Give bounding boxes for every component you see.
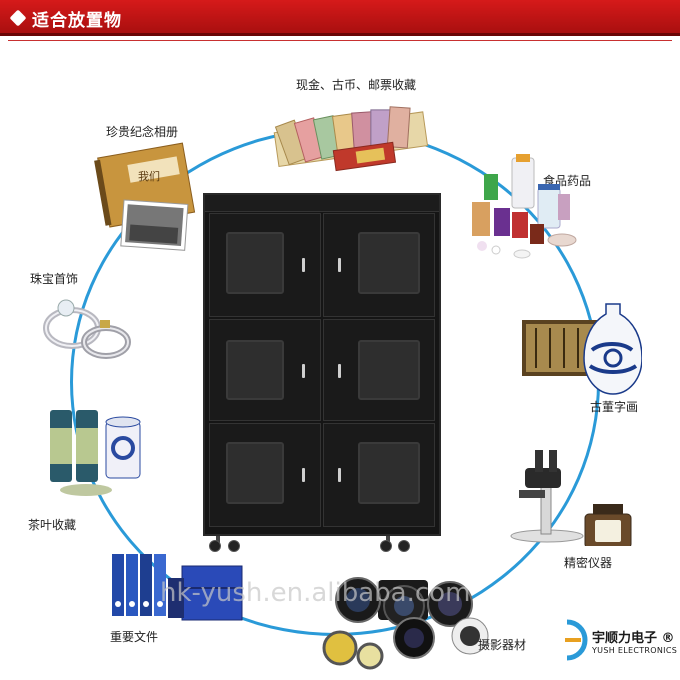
- door-window: [226, 442, 284, 504]
- header-stripe: [0, 33, 680, 36]
- registered-mark: ®: [661, 631, 675, 646]
- dry-cabinet: [203, 193, 441, 536]
- microscope-watch-image: [505, 446, 655, 550]
- door-handle[interactable]: [338, 468, 341, 482]
- cabinet-door[interactable]: [209, 423, 321, 527]
- cabinet-door[interactable]: [209, 213, 321, 317]
- album-cover-text: 我们: [138, 169, 160, 183]
- cabinet-top-panel: [205, 195, 439, 212]
- cabinet-wheel-icon: [209, 540, 221, 552]
- label-instrument: 精密仪器: [564, 556, 613, 570]
- door-window: [358, 442, 420, 504]
- label-documents: 重要文件: [110, 630, 159, 644]
- door-handle[interactable]: [302, 364, 305, 378]
- watermark-text: hk-yush.en.alibaba.com: [160, 578, 471, 608]
- cabinet-door[interactable]: [323, 423, 435, 527]
- rings-image: [36, 286, 136, 370]
- label-tea: 茶叶收藏: [28, 518, 77, 532]
- header-bar: 适合放置物: [0, 0, 680, 36]
- banknotes-image: [272, 100, 432, 182]
- header-title: 适合放置物: [32, 11, 122, 31]
- label-jewelry: 珠宝首饰: [30, 272, 79, 286]
- cabinet-door[interactable]: [323, 213, 435, 317]
- brand-logo-icon: [563, 618, 591, 666]
- cabinet-door[interactable]: [323, 319, 435, 421]
- medicine-bottles-image: [462, 154, 582, 268]
- door-window: [358, 340, 420, 400]
- file-folders-image: [108, 548, 248, 632]
- tea-cans-image: [46, 402, 146, 506]
- door-handle[interactable]: [338, 258, 341, 272]
- label-camera: 摄影器材: [478, 638, 527, 652]
- header-bullet-icon: [9, 9, 27, 27]
- door-window: [358, 232, 420, 294]
- cabinet-wheel-icon: [380, 540, 392, 552]
- header-underline: [8, 40, 672, 41]
- label-money: 现金、古币、邮票收藏: [296, 78, 417, 92]
- door-handle[interactable]: [302, 258, 305, 272]
- label-antique: 古董字画: [590, 400, 639, 414]
- label-album: 珍贵纪念相册: [106, 125, 179, 139]
- brand-name-en: YUSH ELECTRONICS: [592, 646, 678, 655]
- door-window: [226, 340, 284, 400]
- door-window: [226, 232, 284, 294]
- brand-name-cn: 宇顺力电子 ®: [592, 631, 675, 646]
- cabinet-wheel-icon: [228, 540, 240, 552]
- door-handle[interactable]: [338, 364, 341, 378]
- photo-album-image: 我们: [92, 140, 202, 264]
- antique-vase-image: [522, 300, 643, 404]
- cabinet-door[interactable]: [209, 319, 321, 421]
- cabinet-wheel-icon: [398, 540, 410, 552]
- camera-lenses-image: [318, 560, 498, 674]
- door-handle[interactable]: [302, 468, 305, 482]
